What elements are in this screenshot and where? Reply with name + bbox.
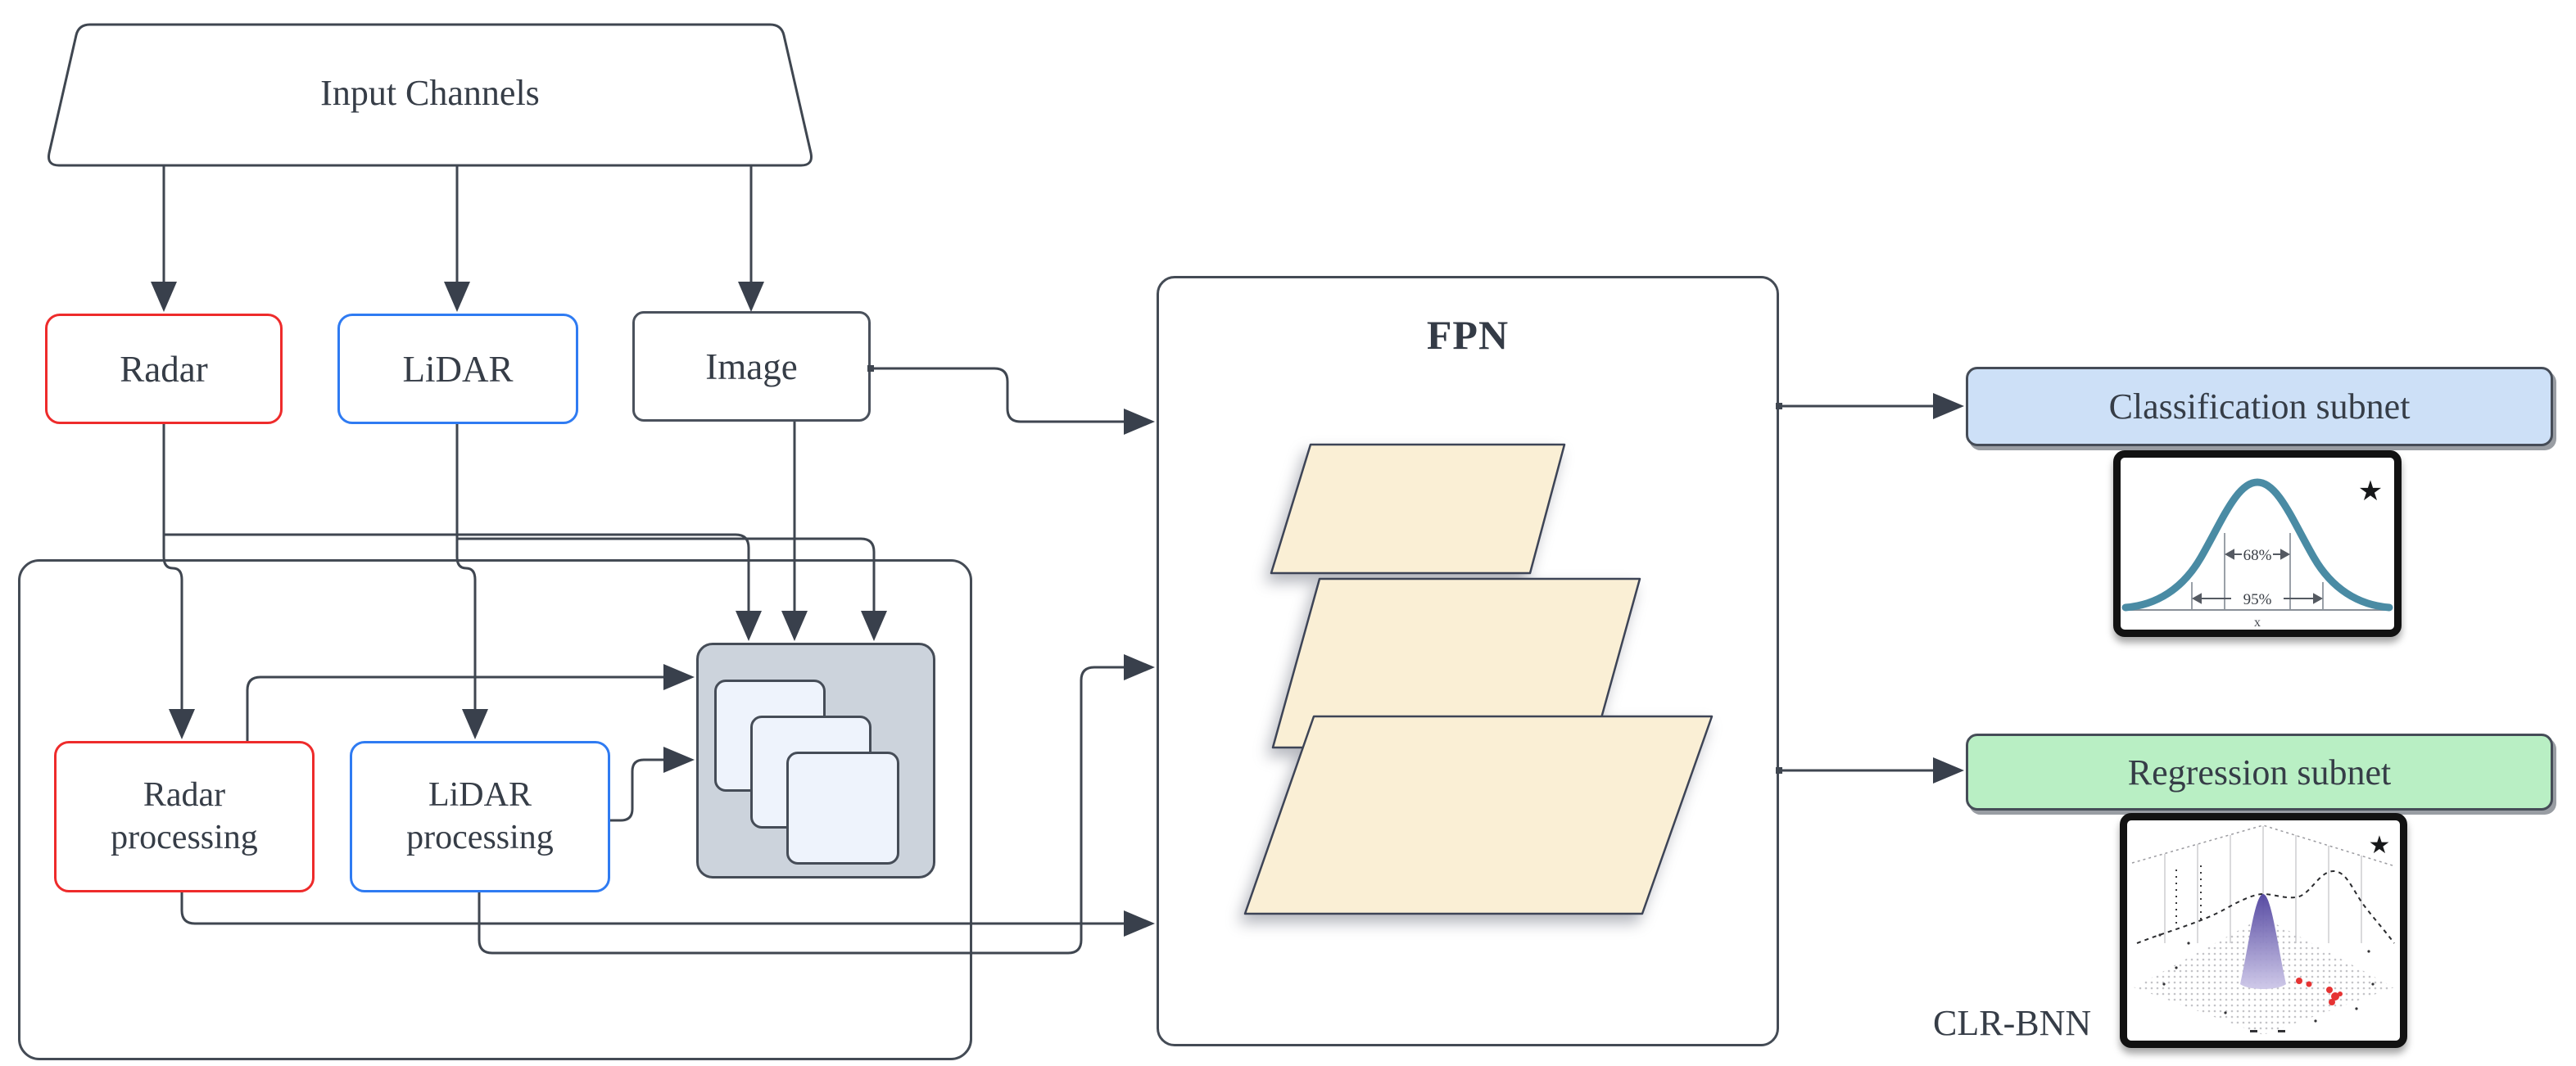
surface-3d-plot: ★ [2131,824,2396,1035]
radar-label: Radar [120,348,208,390]
marginal-curve [2136,870,2395,944]
image-node: Image [632,311,871,422]
lidar-processing-label: LiDAR processing [406,776,554,856]
radar-processing-node: Radar processing [54,741,315,892]
purple-peak [2240,894,2286,989]
radar-node: Radar [45,314,283,424]
fpn-title: FPN [1426,312,1510,358]
classification-subnet-node: Classification subnet [1966,367,2553,446]
lidar-node: LiDAR [337,314,578,424]
feature-tile-3 [786,752,899,865]
regression-subnet-label: Regression subnet [2127,752,2392,793]
gaussian-x-axis-label: x [2254,616,2261,630]
star-icon: ★ [2358,477,2383,507]
gaussian-figure: 68% 95% ★ x [2113,450,2402,637]
gaussian-curve-plot: 68% 95% ★ x [2121,477,2393,630]
surface-plot-figure: ★ [2120,813,2407,1048]
bell-curve [2121,478,2393,612]
classification-subnet-label: Classification subnet [2108,386,2411,427]
regression-subnet-node: Regression subnet [1966,734,2553,811]
speckles [2158,933,2375,1032]
trapezoid-shape [48,23,813,167]
sigma1-label: 68% [2243,547,2272,564]
input-channels-label: Input Channels [320,73,540,113]
input-channels-node [33,12,827,176]
lidar-label: LiDAR [402,348,514,390]
sigma2-annotation-arrows [2191,593,2324,604]
lidar-processing-node: LiDAR processing [350,741,610,892]
radar-processing-label: Radar processing [111,776,258,856]
model-caption: CLR-BNN [1933,1003,2092,1043]
fpn-node: FPN [1157,276,1779,1046]
image-label: Image [705,346,798,387]
red-scatter [2296,978,2343,1005]
star-icon: ★ [2369,832,2391,859]
sigma1-annotation-arrows [2224,549,2291,560]
sigma2-label: 95% [2243,591,2272,608]
